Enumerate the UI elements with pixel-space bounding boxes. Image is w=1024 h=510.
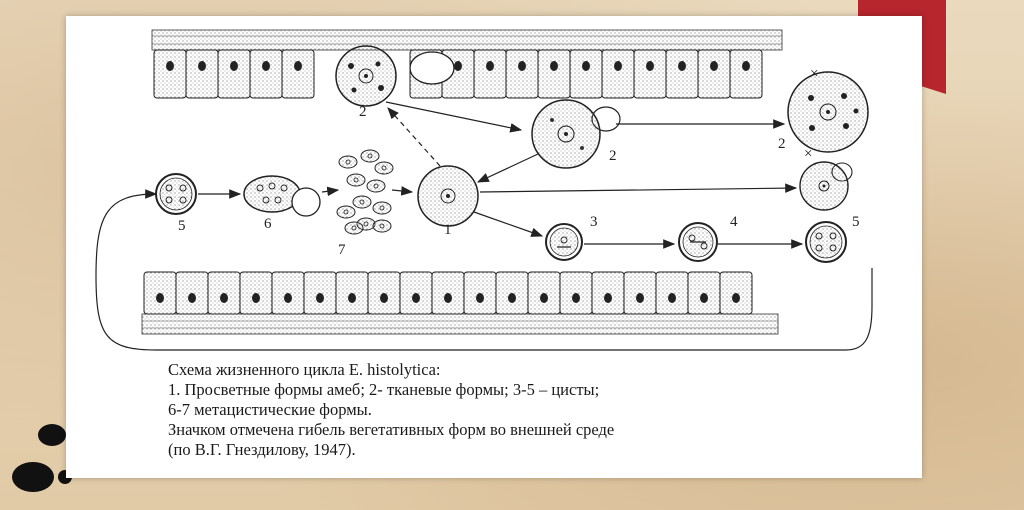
death-mark-2: × (804, 146, 812, 162)
caption-line-4: Значком отмечена гибель вегетативных фор… (168, 420, 888, 440)
label-2-right: 2 (778, 136, 786, 152)
ink-blot-1 (38, 424, 66, 446)
label-2-wall: 2 (359, 104, 367, 120)
cyst-4 (679, 223, 717, 261)
label-1: 1 (444, 222, 452, 238)
figure-caption: Схема жизненного цикла E. histolytica: 1… (168, 360, 888, 460)
lower-epithelium (142, 272, 778, 334)
label-5-left: 5 (178, 218, 186, 234)
label-3: 3 (590, 214, 598, 230)
cyst-5-ingested (156, 174, 196, 214)
label-2-middle: 2 (609, 148, 617, 164)
label-5-right: 5 (852, 214, 860, 230)
death-mark-1: × (810, 66, 818, 82)
label-6: 6 (264, 216, 272, 232)
tissue-form-2-dying (788, 72, 868, 152)
ink-blot-2 (12, 462, 54, 492)
life-cycle-diagram: 2 2 2 1 3 4 5 5 6 7 × × (66, 16, 922, 356)
luminal-form-dying (800, 162, 852, 210)
cyst-5-mature (806, 222, 846, 262)
luminal-form-1 (418, 166, 478, 226)
caption-line-1: Схема жизненного цикла E. histolytica: (168, 360, 888, 380)
metacyst-6 (244, 176, 320, 216)
caption-line-3: 6-7 метацистические формы. (168, 400, 888, 420)
caption-line-5: (по В.Г. Гнездилову, 1947). (168, 440, 888, 460)
cyst-3 (546, 224, 582, 260)
label-4: 4 (730, 214, 738, 230)
label-7: 7 (338, 242, 346, 258)
metacystic-trophozoites-7 (337, 150, 393, 234)
caption-line-2: 1. Просветные формы амеб; 2- тканевые фо… (168, 380, 888, 400)
tissue-form-2 (532, 100, 620, 168)
diagram-card: 2 2 2 1 3 4 5 5 6 7 × × Схема жизненного… (66, 16, 922, 478)
upper-epithelium (152, 30, 782, 98)
